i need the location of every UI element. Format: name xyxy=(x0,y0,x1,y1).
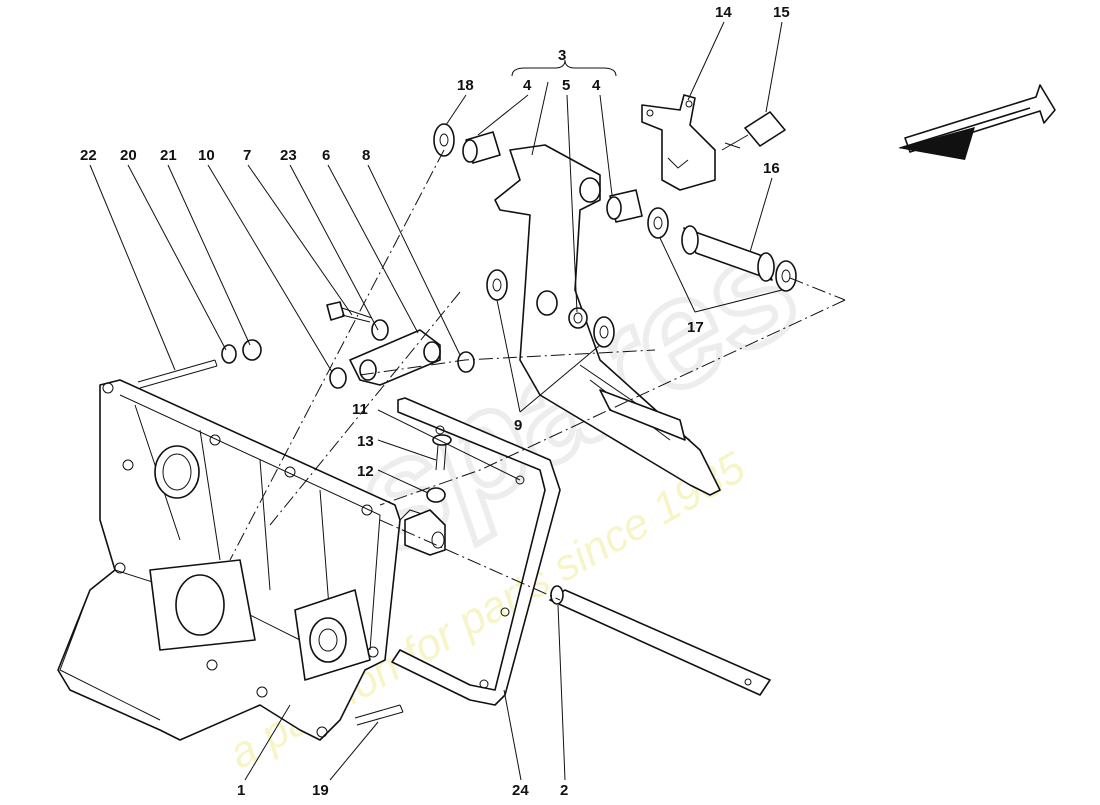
washer-12 xyxy=(426,487,446,503)
callout-12: 12 xyxy=(357,463,374,480)
callout-20: 20 xyxy=(120,147,137,164)
pedal-arm xyxy=(494,144,721,496)
callout-23: 23 xyxy=(280,147,297,164)
callout-22: 22 xyxy=(80,147,97,164)
callout-2: 2 xyxy=(560,782,568,799)
callout-13: 13 xyxy=(357,433,374,450)
switch-15 xyxy=(721,111,786,151)
callout-17: 17 xyxy=(687,319,704,336)
bracket-14 xyxy=(641,94,716,191)
stud-22 xyxy=(137,359,218,389)
stud-19 xyxy=(354,704,404,726)
callout-5: 5 xyxy=(562,77,570,94)
callout-6: 6 xyxy=(322,147,330,164)
callout-8: 8 xyxy=(362,147,370,164)
callout-labels: 1 2 3 4 4 5 6 7 8 9 10 11 12 13 14 15 16… xyxy=(80,4,790,799)
bolt-7 xyxy=(326,301,373,323)
leader-lines xyxy=(89,21,783,781)
callout-11: 11 xyxy=(352,401,368,418)
callout-15: 15 xyxy=(773,4,790,21)
gasket xyxy=(391,397,561,706)
callout-19: 19 xyxy=(312,782,329,799)
callout-3: 3 xyxy=(558,47,566,64)
callout-16: 16 xyxy=(763,160,780,177)
nut-5 xyxy=(568,307,588,329)
direction-arrow xyxy=(898,84,1056,160)
centerlines xyxy=(229,149,846,601)
washer-9a xyxy=(486,269,508,301)
sleeve-16 xyxy=(681,225,775,282)
nut-21 xyxy=(242,339,262,361)
washer-17b xyxy=(775,260,797,292)
callout-18: 18 xyxy=(457,77,474,94)
washer-23 xyxy=(371,319,389,341)
washer-18 xyxy=(433,123,455,157)
washer-20 xyxy=(221,344,237,364)
bushing-right xyxy=(606,189,643,223)
washer-9b xyxy=(593,316,615,348)
callout-7: 7 xyxy=(243,147,251,164)
nut-8 xyxy=(457,351,475,373)
callout-9: 9 xyxy=(514,417,522,434)
callout-21: 21 xyxy=(160,147,177,164)
callout-14: 14 xyxy=(715,4,732,21)
washer-17a xyxy=(647,207,669,239)
clevis-6 xyxy=(349,329,441,386)
callout-1: 1 xyxy=(237,782,245,799)
callout-4a: 4 xyxy=(523,77,532,94)
pedal-shaft xyxy=(549,585,771,696)
callout-10: 10 xyxy=(198,147,215,164)
callout-24: 24 xyxy=(512,782,529,799)
group-3-brace xyxy=(511,59,617,77)
mount-lug xyxy=(404,509,446,556)
screw-13 xyxy=(432,434,452,471)
callout-4b: 4 xyxy=(592,77,601,94)
bushing-left xyxy=(462,131,501,164)
washer-10 xyxy=(329,367,347,389)
